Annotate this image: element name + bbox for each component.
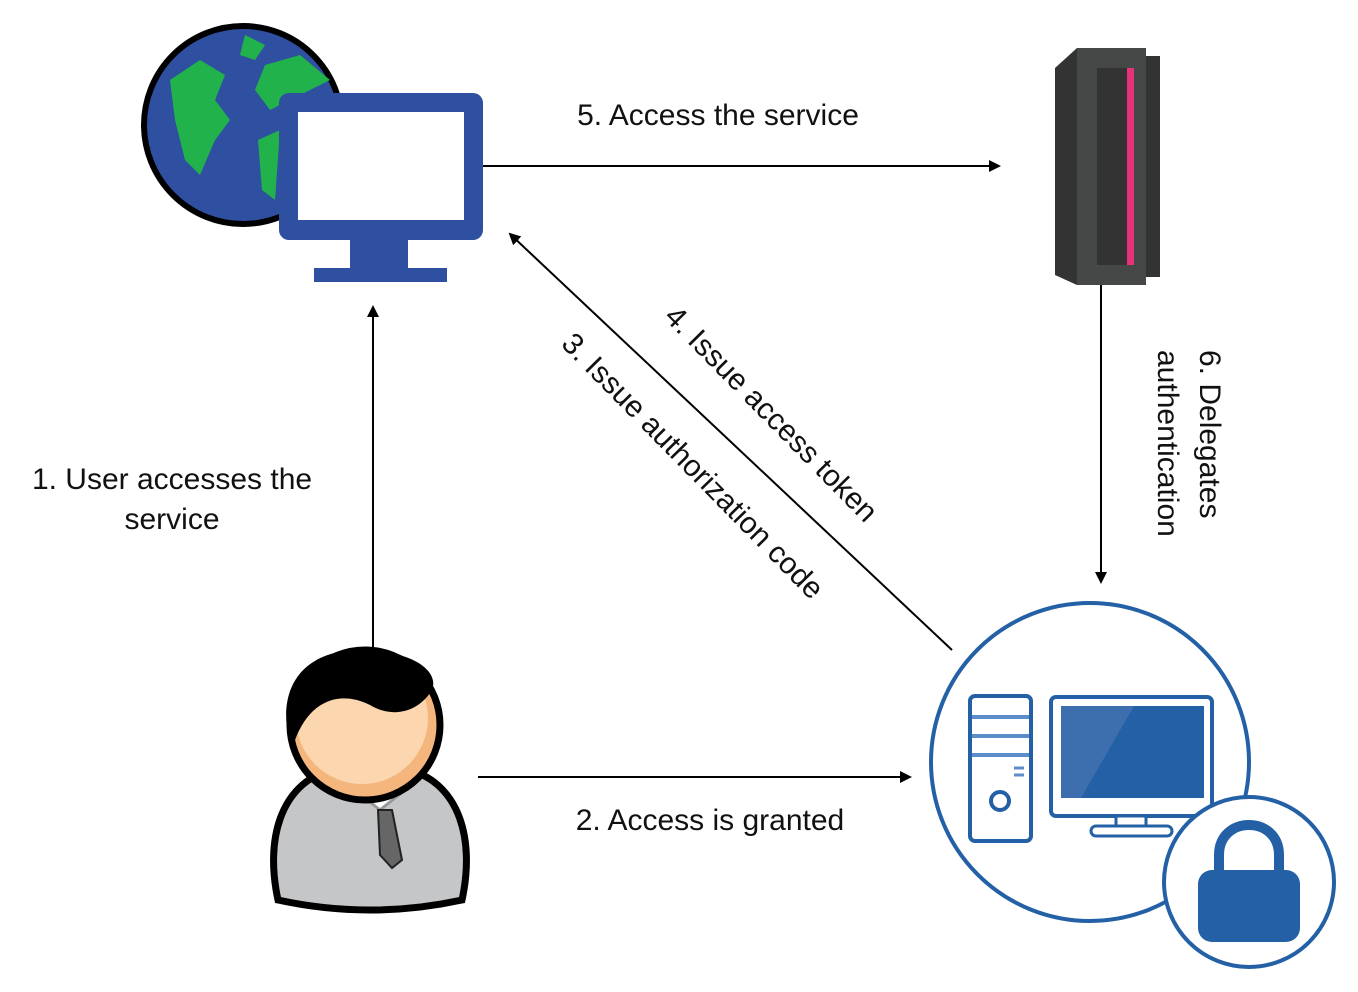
arrow-step3-4 [508, 232, 953, 651]
secure-computer-icon [929, 601, 1336, 969]
user-avatar-icon [270, 646, 470, 914]
globe-monitor-icon [141, 23, 483, 282]
label-step4: 4. Issue access token [658, 300, 884, 529]
label-step6-line1: 6. Delegates [1193, 350, 1226, 518]
label-step1-line1: 1. User accesses the [32, 463, 312, 496]
label-step2: 2. Access is granted [576, 804, 844, 837]
label-step6-line2: authentication [1151, 350, 1184, 537]
label-step1-line2: service [124, 503, 219, 536]
label-step3: 3. Issue authorization code [555, 327, 830, 606]
label-step5: 5. Access the service [577, 99, 859, 132]
server-rack-icon [1055, 48, 1160, 285]
